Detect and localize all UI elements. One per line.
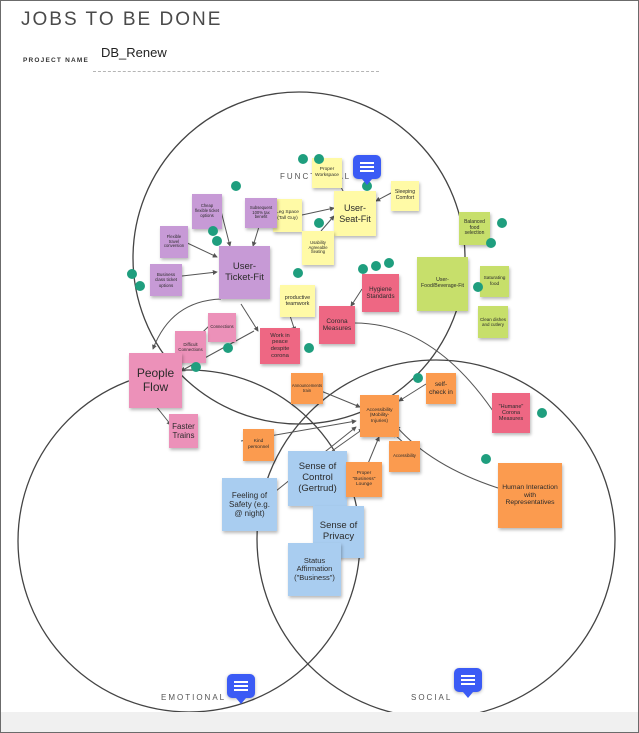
note-feeling-of-safety[interactable]: Feeling of Safety (e.g. @ night) [222, 478, 277, 531]
note-usability-seating[interactable]: Usability Agreeable Seating [302, 231, 334, 265]
note-user-food-fit[interactable]: User-Food/Beverage-Fit [417, 257, 468, 311]
note-sleeping-comfort[interactable]: Sleeping Comfort [391, 181, 419, 211]
vote-dot[interactable] [481, 454, 491, 464]
project-name-underline [93, 71, 379, 72]
vote-dot[interactable] [497, 218, 507, 228]
vote-dot[interactable] [135, 281, 145, 291]
bottom-strip [1, 712, 638, 732]
note-business-class[interactable]: Business class ticket options [150, 264, 182, 296]
vote-dot[interactable] [473, 282, 483, 292]
note-status-affirmation[interactable]: Status Affirmation ("Business") [288, 543, 341, 596]
note-cheap-flexible[interactable]: Cheap flexible ticket options [192, 194, 222, 229]
note-announcements[interactable]: Announcements train [291, 373, 323, 404]
note-proper-business-lounge[interactable]: Proper "Business" Lounge [346, 462, 382, 497]
vote-dot[interactable] [371, 261, 381, 271]
vote-dot[interactable] [231, 181, 241, 191]
vote-dot[interactable] [413, 373, 423, 383]
note-faster-trains[interactable]: Faster Trains [169, 414, 198, 448]
note-work-in-peace[interactable]: Work in peace despite corona [260, 328, 300, 364]
vote-dot[interactable] [208, 226, 218, 236]
project-name-field[interactable]: DB_Renew [101, 45, 167, 60]
board-title: JOBS TO BE DONE [21, 9, 223, 30]
note-clean-dishes[interactable]: Clean dishes and cutlery [478, 306, 508, 338]
note-people-flow[interactable]: People Flow [129, 353, 182, 408]
connector-lines [152, 178, 499, 544]
note-flexible-travel[interactable]: Flexible travel conversion [160, 226, 188, 258]
note-leg-space[interactable]: Leg Space (Tall Guy) [273, 199, 302, 232]
vote-dot[interactable] [212, 236, 222, 246]
note-self-check-in[interactable]: self-check in [426, 373, 456, 404]
comment-icon[interactable] [353, 155, 381, 185]
note-subsequent-benefit[interactable]: Subsequent 100% tax benefit [245, 198, 277, 228]
project-name-label: PROJECT NAME [23, 57, 90, 64]
note-user-ticket-fit[interactable]: User-Ticket-Fit [219, 246, 270, 299]
comment-icon[interactable] [227, 674, 255, 704]
note-hygiene-standards[interactable]: Hygiene Standards [362, 274, 399, 312]
vote-dot[interactable] [298, 154, 308, 164]
note-balanced-food[interactable]: Balanced food selection [459, 212, 490, 245]
note-productive-teamwork[interactable]: productive teamwork [280, 285, 315, 317]
social-circle [256, 359, 616, 719]
social-label: SOCIAL [411, 693, 453, 702]
vote-dot[interactable] [127, 269, 137, 279]
note-accessibility[interactable]: Accessibility [389, 441, 420, 472]
vote-dot[interactable] [191, 362, 201, 372]
note-kind-personnel[interactable]: Kind personnel [243, 429, 274, 461]
note-accessibility-mobility[interactable]: Accessibility (Mobility-Injuries) [360, 395, 399, 437]
note-corona-measures[interactable]: Corona Measures [319, 306, 355, 344]
note-saturating-food[interactable]: Saturating food [480, 266, 509, 297]
note-human-interaction[interactable]: Human Interaction with Representatives [498, 463, 562, 528]
vote-dot[interactable] [293, 268, 303, 278]
vote-dot[interactable] [314, 218, 324, 228]
vote-dot[interactable] [362, 181, 372, 191]
vote-dot[interactable] [486, 238, 496, 248]
vote-dot[interactable] [304, 343, 314, 353]
note-humane-corona[interactable]: "Humane" Corona Measures [492, 393, 530, 433]
note-user-seat-fit[interactable]: User-Seat-Fit [334, 191, 376, 236]
vote-dot[interactable] [223, 343, 233, 353]
vote-dot[interactable] [358, 264, 368, 274]
note-connections[interactable]: Connections [208, 313, 236, 342]
note-sense-of-control[interactable]: Sense of Control (Gertrud) [288, 451, 347, 506]
vote-dot[interactable] [537, 408, 547, 418]
comment-icon[interactable] [454, 668, 482, 698]
vote-dot[interactable] [314, 154, 324, 164]
emotional-label: EMOTIONAL [161, 693, 227, 702]
vote-dot[interactable] [384, 258, 394, 268]
